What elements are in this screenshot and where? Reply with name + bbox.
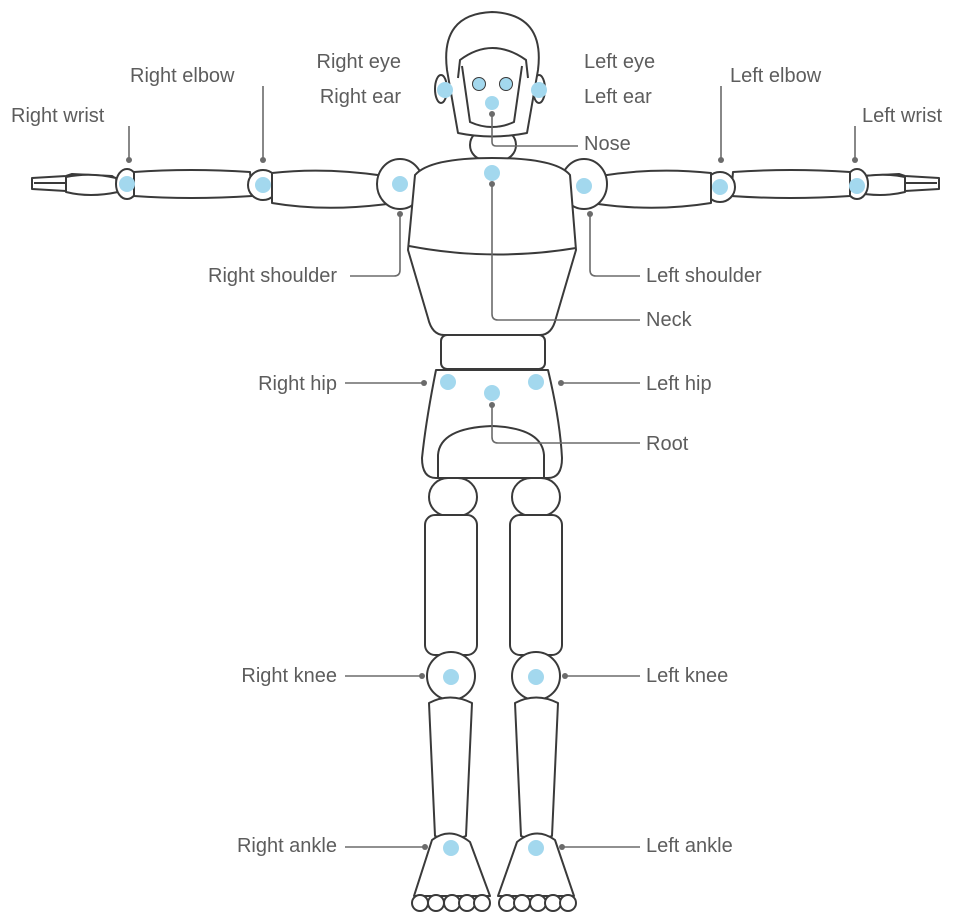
joint-left-ankle (528, 840, 544, 856)
label-left-eye: Left eye (584, 51, 655, 73)
leader-lines (126, 86, 858, 850)
joint-left-elbow (712, 179, 728, 195)
leader-nose (491, 114, 578, 147)
joint-left-shoulder (576, 178, 592, 194)
label-root: Root (646, 433, 689, 455)
label-neck: Neck (646, 309, 693, 331)
label-left-knee: Left knee (646, 665, 728, 687)
label-left-elbow: Left elbow (730, 65, 822, 87)
right-leg (413, 477, 491, 897)
joint-right-eye (473, 78, 485, 90)
left-toes (498, 894, 577, 912)
right-toes (411, 894, 491, 912)
joint-right-shoulder (392, 176, 408, 192)
label-left-wrist: Left wrist (862, 105, 942, 127)
joint-left-hip (528, 374, 544, 390)
joint-left-ear (531, 82, 547, 98)
left-leg (497, 477, 575, 897)
joint-right-knee (443, 669, 459, 685)
leader-right-shoulder (350, 214, 401, 277)
joint-left-eye (500, 78, 512, 90)
label-right-elbow: Right elbow (130, 65, 235, 87)
right-arm (31, 168, 388, 209)
label-left-ankle: Left ankle (646, 835, 733, 857)
joint-right-hip (440, 374, 456, 390)
label-right-ear: Right ear (320, 86, 401, 108)
joint-right-wrist (119, 176, 135, 192)
leader-left-shoulder (589, 214, 640, 277)
label-right-ankle: Right ankle (237, 835, 337, 857)
leader-root (491, 405, 640, 444)
waist (440, 334, 546, 370)
joint-right-ear (437, 82, 453, 98)
leader-neck (491, 184, 640, 321)
joint-root (484, 385, 500, 401)
joint-nose (485, 96, 499, 110)
label-right-hip: Right hip (258, 373, 337, 395)
joint-markers (119, 78, 865, 856)
joint-right-ankle (443, 840, 459, 856)
joint-right-elbow (255, 177, 271, 193)
label-right-knee: Right knee (241, 665, 337, 687)
label-left-hip: Left hip (646, 373, 712, 395)
label-right-wrist: Right wrist (11, 105, 105, 127)
label-nose: Nose (584, 133, 631, 155)
joint-left-knee (528, 669, 544, 685)
joint-left-wrist (849, 178, 865, 194)
label-left-shoulder: Left shoulder (646, 265, 762, 287)
label-left-ear: Left ear (584, 86, 652, 108)
head (434, 11, 546, 138)
labels: Right wrist Right elbow Right eye Right … (11, 51, 942, 857)
joint-neck (484, 165, 500, 181)
label-right-shoulder: Right shoulder (208, 265, 337, 287)
mannequin-figure (31, 11, 940, 912)
label-right-eye: Right eye (317, 51, 402, 73)
left-arm (597, 168, 940, 209)
